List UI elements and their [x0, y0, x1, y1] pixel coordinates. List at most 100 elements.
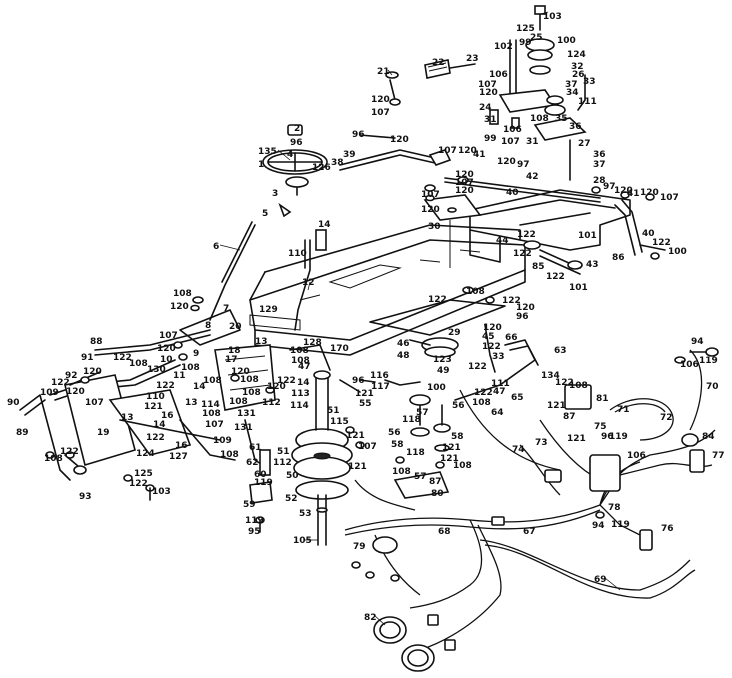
- part-callout: 26: [572, 70, 585, 80]
- steering-assembly: [209, 124, 328, 321]
- pulley-clutch: [291, 370, 361, 546]
- part-callout: 120: [455, 186, 474, 196]
- part-callout: 27: [578, 139, 591, 149]
- part-callout: 34: [566, 88, 579, 98]
- part-callout: 106: [503, 125, 522, 135]
- part-callout: 107: [478, 80, 497, 90]
- part-callout: 101: [569, 283, 588, 293]
- part-callout: 86: [612, 253, 625, 263]
- part-callout: 118: [406, 448, 425, 458]
- left-linkage: [19, 309, 241, 481]
- part-callout: 119: [611, 520, 630, 530]
- part-callout: 124: [136, 449, 155, 459]
- part-callout: 107: [438, 146, 457, 156]
- part-callout: 120: [497, 157, 516, 167]
- part-callout: 96: [601, 432, 614, 442]
- part-callout: 99: [484, 134, 497, 144]
- part-callout: 100: [668, 247, 687, 257]
- part-callout: 108: [466, 287, 485, 297]
- part-callout: 13: [255, 337, 268, 347]
- fasteners: [45, 98, 686, 533]
- part-callout: 66: [505, 333, 518, 343]
- part-callout: 8: [205, 321, 211, 331]
- part-callout: 14: [318, 220, 331, 230]
- part-callout: 92: [65, 371, 78, 381]
- part-callout: 100: [427, 383, 446, 393]
- part-callout: 23: [466, 54, 479, 64]
- part-callout: 122: [513, 249, 532, 259]
- part-callout: 120: [231, 367, 250, 377]
- part-callout: 96: [352, 376, 365, 386]
- part-callout: 7: [223, 304, 229, 314]
- part-callout: 120: [479, 88, 498, 98]
- part-callout: 108: [392, 467, 411, 477]
- part-callout: 112: [262, 398, 281, 408]
- part-callout: 121: [346, 431, 365, 441]
- part-callout: 3: [272, 189, 278, 199]
- part-callout: 11: [173, 371, 186, 381]
- rear-subframe: [444, 177, 631, 263]
- part-callout: 107: [421, 190, 440, 200]
- wiring-harness: [344, 347, 719, 672]
- part-callout: 120: [157, 344, 176, 354]
- part-callout: 122: [502, 296, 521, 306]
- part-callout: 120: [170, 302, 189, 312]
- part-callout: 6: [213, 242, 219, 252]
- part-callout: 94: [691, 337, 704, 347]
- part-callout: 43: [586, 260, 599, 270]
- part-callout: 120: [421, 205, 440, 215]
- part-callout: 108: [569, 381, 588, 391]
- part-callout: 12: [302, 278, 315, 288]
- part-callout: 50: [286, 471, 299, 481]
- center-brackets: [214, 344, 331, 504]
- part-callout: 56: [388, 428, 401, 438]
- part-callout: 130: [147, 365, 166, 375]
- part-callout: 61: [249, 443, 262, 453]
- part-callout: 111: [491, 379, 510, 389]
- diagram-artwork: [19, 5, 719, 672]
- part-callout: 114: [290, 401, 309, 411]
- part-callout: 38: [331, 158, 344, 168]
- part-callout: 108: [472, 398, 491, 408]
- control-rods: [294, 59, 476, 331]
- part-callout: 129: [259, 305, 278, 315]
- part-callout: 58: [391, 440, 404, 450]
- part-callout: 64: [491, 408, 504, 418]
- part-callout: 115: [330, 417, 349, 427]
- part-callout: 44: [496, 236, 509, 246]
- part-callout: 108: [202, 409, 221, 419]
- middle-right-brackets: [359, 324, 539, 499]
- part-callout: 30: [428, 222, 441, 232]
- part-callout: 101: [578, 231, 597, 241]
- part-callout: 123: [433, 355, 452, 365]
- part-callout: 121: [567, 434, 586, 444]
- part-callout: 73: [535, 438, 548, 448]
- part-callout: 124: [567, 50, 586, 60]
- part-callout: 33: [492, 352, 505, 362]
- part-callout: 13: [185, 398, 198, 408]
- part-callout: 122: [517, 230, 536, 240]
- part-callout: 52: [285, 494, 298, 504]
- part-callout: 107: [371, 108, 390, 118]
- part-callout: 106: [489, 70, 508, 80]
- part-callout: 36: [593, 150, 606, 160]
- part-callout: 41: [627, 189, 640, 199]
- part-callout: 62: [246, 458, 259, 468]
- main-frame: [249, 224, 526, 356]
- part-callout: 107: [660, 193, 679, 203]
- part-callout: 69: [594, 575, 607, 585]
- part-callout: 120: [483, 323, 502, 333]
- part-callout: 21: [377, 67, 390, 77]
- part-callout: 14: [193, 382, 206, 392]
- part-callout: 28: [593, 176, 606, 186]
- part-callout: 120: [455, 170, 474, 180]
- part-callout: 108: [220, 450, 239, 460]
- part-callout: 107: [205, 420, 224, 430]
- part-callout: 122: [652, 238, 671, 248]
- part-callout: 107: [85, 398, 104, 408]
- part-callout: 119: [245, 516, 264, 526]
- part-callout: 29: [448, 328, 461, 338]
- part-callout: 51: [327, 406, 340, 416]
- part-callout: 122: [482, 342, 501, 352]
